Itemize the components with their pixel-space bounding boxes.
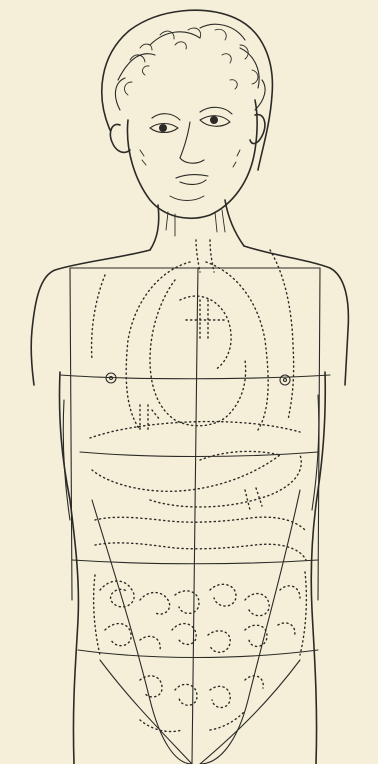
- body-outline: [31, 246, 348, 764]
- hair: [102, 10, 273, 170]
- face: [110, 100, 264, 218]
- intestines: [94, 517, 307, 731]
- neck: [150, 200, 244, 250]
